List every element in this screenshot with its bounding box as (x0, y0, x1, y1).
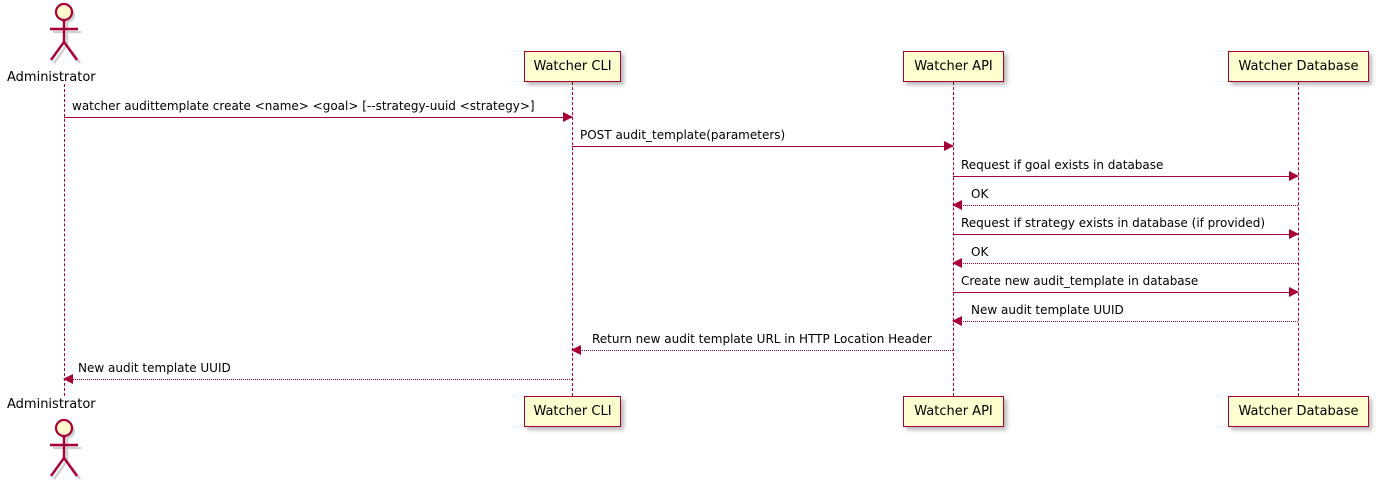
participant-box-watcher-cli-top[interactable]: Watcher CLI (524, 51, 621, 82)
participant-box-watcher-db-top[interactable]: Watcher Database (1228, 51, 1369, 82)
actor-label-administrator-top: Administrator (7, 70, 96, 85)
arrowhead-left-icon (952, 200, 962, 210)
message-label: POST audit_template(parameters) (580, 128, 786, 142)
participant-label-watcher-cli-bottom: Watcher CLI (533, 404, 612, 419)
message-line (953, 321, 1298, 322)
actor-administrator-top[interactable] (40, 2, 88, 64)
message-line (572, 146, 953, 147)
message-line (953, 176, 1298, 177)
arrowhead-right-icon (944, 141, 954, 151)
message-line (953, 205, 1298, 206)
participant-label-watcher-cli-top: Watcher CLI (533, 59, 612, 74)
participant-label-watcher-db-top: Watcher Database (1238, 59, 1359, 74)
arrowhead-right-icon (1289, 229, 1299, 239)
message-line (953, 292, 1298, 293)
lifeline-administrator (64, 84, 65, 396)
actor-administrator-bottom[interactable] (40, 418, 88, 480)
participant-box-watcher-api-top[interactable]: Watcher API (903, 51, 1004, 82)
message-label: Request if goal exists in database (961, 158, 1164, 172)
arrowhead-left-icon (952, 258, 962, 268)
message-line (64, 117, 572, 118)
arrowhead-right-icon (1289, 171, 1299, 181)
message-label: OK (971, 187, 989, 201)
lifeline-watcher-cli (572, 82, 573, 396)
message-label: OK (971, 245, 989, 259)
lifeline-watcher-db (1298, 82, 1299, 396)
participant-box-watcher-api-bottom[interactable]: Watcher API (903, 396, 1004, 427)
participant-box-watcher-db-bottom[interactable]: Watcher Database (1228, 396, 1369, 427)
arrowhead-left-icon (952, 316, 962, 326)
message-label: watcher audittemplate create <name> <goa… (72, 99, 535, 113)
participant-label-watcher-api-top: Watcher API (914, 59, 993, 74)
message-line (953, 234, 1298, 235)
participant-label-watcher-api-bottom: Watcher API (914, 404, 993, 419)
message-label: New audit template UUID (78, 361, 231, 375)
arrowhead-left-icon (571, 345, 581, 355)
participant-label-watcher-db-bottom: Watcher Database (1238, 404, 1359, 419)
lifeline-watcher-api (953, 82, 954, 396)
message-label: Return new audit template URL in HTTP Lo… (592, 332, 932, 346)
participant-box-watcher-cli-bottom[interactable]: Watcher CLI (524, 396, 621, 427)
message-label: Request if strategy exists in database (… (961, 216, 1266, 230)
actor-label-administrator-bottom: Administrator (7, 397, 96, 412)
message-line (64, 379, 572, 380)
arrowhead-left-icon (63, 374, 73, 384)
arrowhead-right-icon (563, 112, 573, 122)
message-label: New audit template UUID (971, 303, 1124, 317)
message-line (953, 263, 1298, 264)
arrowhead-right-icon (1289, 287, 1299, 297)
message-line (572, 350, 953, 351)
message-label: Create new audit_template in database (961, 274, 1199, 288)
